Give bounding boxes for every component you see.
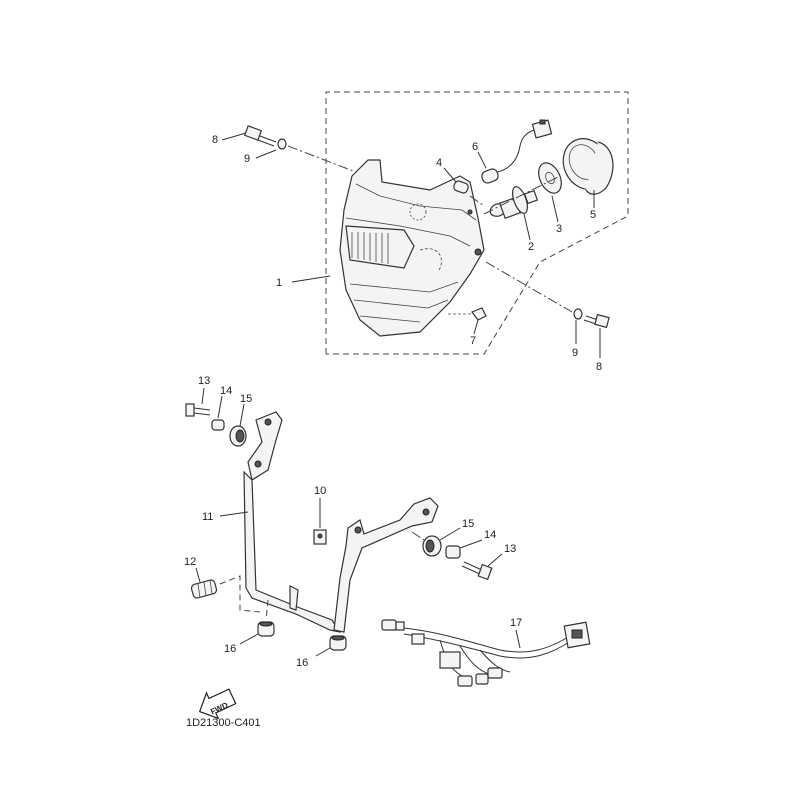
callout-9-lower: 9 [572,347,578,359]
callout-16-right: 16 [296,657,308,669]
bolt-13-left [185,403,211,417]
socket-6 [481,119,553,184]
grommet-15-left [229,425,247,447]
damper-16-right [329,635,347,651]
callout-8-upper: 8 [212,134,218,146]
callout-3: 3 [556,223,562,235]
callout-2: 2 [528,241,534,253]
callout-13-left: 13 [198,375,210,387]
callout-17: 17 [510,617,522,629]
diagram-code: 1D21300-C401 [186,717,261,729]
washer-9-upper [277,138,287,150]
washer-9-lower [573,308,583,320]
callout-7: 7 [470,335,476,347]
callout-1: 1 [276,277,282,289]
callout-15-right: 15 [462,518,474,530]
position-bulb-4 [453,180,469,194]
callout-9-upper: 9 [244,153,250,165]
bolt-13-right [461,561,493,581]
collar-14-left [211,419,225,431]
callout-4: 4 [436,157,442,169]
damper-16-left [257,621,275,637]
callout-13-right: 13 [504,543,516,555]
headlight-assembly-boundary [325,91,629,355]
callout-10: 10 [314,485,326,497]
damper-12 [190,579,218,599]
bolt-8-lower [583,313,610,329]
wire-harness-17 [381,619,591,687]
callout-14-left: 14 [220,385,232,397]
callout-12: 12 [184,556,196,568]
bolt-8-upper [243,125,277,147]
callout-14-right: 14 [484,529,496,541]
nut-10 [313,529,327,545]
callout-8-lower: 8 [596,361,602,373]
stay-11 [243,411,439,633]
clip-7 [448,307,487,321]
callout-5: 5 [590,209,596,221]
callout-16-left: 16 [224,643,236,655]
headlight-unit [339,159,485,337]
collar-14-right [445,545,461,559]
callout-11: 11 [202,511,213,523]
seal-3 [538,162,562,194]
callout-15-left: 15 [240,393,252,405]
callout-6: 6 [472,141,478,153]
cover-5 [562,138,614,195]
headlight-bulb-2 [489,186,539,220]
grommet-15-right [422,535,442,557]
